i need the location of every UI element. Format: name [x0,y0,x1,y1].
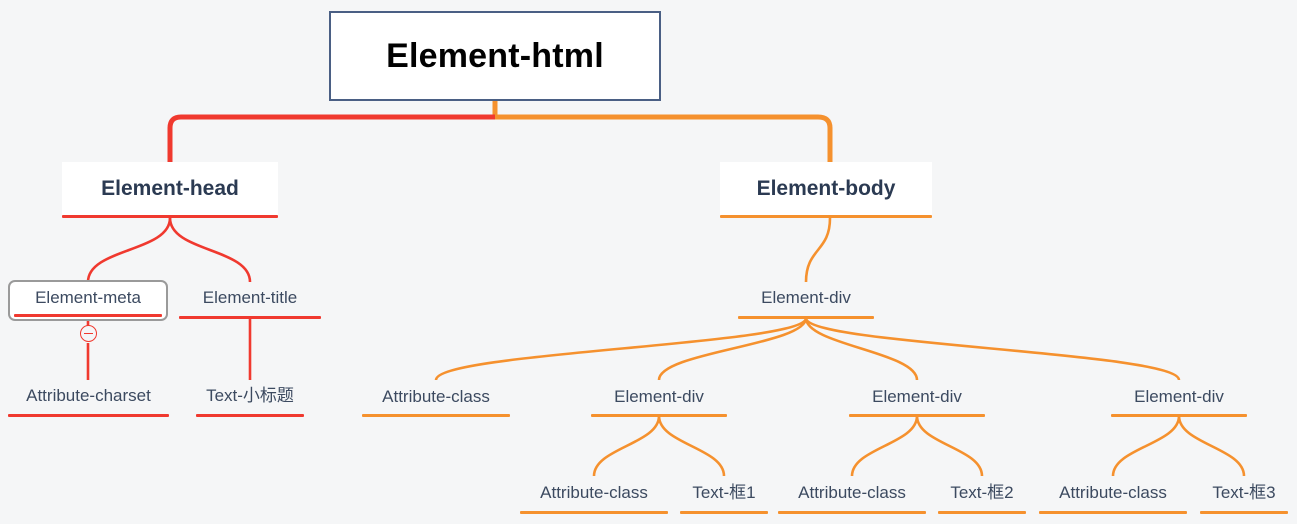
node-label: Element-html [386,37,604,75]
underline-attribute-class-2 [778,511,926,514]
underline-text-box-2 [938,511,1026,514]
edge-divmain-to-div-1 [657,317,808,381]
edge-div2-to-attr-class-2 [850,415,919,477]
edge-div3-to-text-box-3 [1177,415,1246,477]
underline-element-head [62,215,278,218]
underline-attribute-charset [8,414,169,417]
node-attribute-class-main[interactable]: Attribute-class [362,382,510,411]
underline-element-div-3 [1111,414,1247,417]
node-element-html[interactable]: Element-html [329,11,661,101]
node-element-div-main[interactable]: Element-div [744,283,868,312]
node-label: Attribute-class [382,387,490,406]
node-label: Element-div [1134,387,1224,406]
node-text-box-2[interactable]: Text-框2 [938,478,1026,507]
node-label: Text-框1 [692,483,756,502]
edge-root-to-body [495,114,833,162]
edge-body-to-div-main [804,217,832,283]
node-label: Text-框2 [950,483,1014,502]
node-attribute-charset[interactable]: Attribute-charset [8,381,169,410]
node-element-div-2[interactable]: Element-div [855,382,979,411]
node-text-box-1[interactable]: Text-框1 [680,478,768,507]
edge-head-to-title [168,217,252,283]
node-label: Element-div [614,387,704,406]
edge-div1-to-attr-class-1 [592,415,661,477]
underline-element-div-main [738,316,874,319]
underline-element-div-2 [849,414,985,417]
node-element-head[interactable]: Element-head [62,162,278,215]
edge-divmain-to-div-3 [804,317,1181,381]
edge-root-to-head [167,114,495,162]
node-label: Text-框3 [1212,483,1276,502]
edge-div1-to-text-box-1 [657,415,726,477]
node-label: Element-head [101,177,239,200]
node-label: Attribute-class [1059,483,1167,502]
underline-text-box-1 [680,511,768,514]
node-attribute-class-1[interactable]: Attribute-class [520,478,668,507]
edge-divmain-to-attr-class [434,317,808,381]
edge-head-to-meta [86,217,172,283]
edge-div3-to-attr-class-3 [1111,415,1181,477]
node-label: Attribute-class [540,483,648,502]
node-label: Text-小标题 [206,386,294,405]
node-label: Element-div [872,387,962,406]
underline-text-box-3 [1200,511,1288,514]
node-label: Element-title [202,288,298,307]
node-element-meta[interactable]: Element-meta [12,283,164,312]
underline-element-meta [14,314,162,317]
node-label: Element-body [756,177,896,200]
underline-element-div-1 [591,414,727,417]
node-label: Attribute-charset [26,386,151,405]
minus-icon-bar [84,332,93,335]
node-label: Attribute-class [798,483,906,502]
node-label: Element-meta [35,288,141,307]
underline-attribute-class-1 [520,511,668,514]
underline-element-body [720,215,932,218]
edge-div2-to-text-box-2 [915,415,984,477]
node-text-box-3[interactable]: Text-框3 [1200,478,1288,507]
node-element-title[interactable]: Element-title [179,283,321,312]
underline-text-subtitle [196,414,304,417]
node-element-div-1[interactable]: Element-div [597,382,721,411]
edge-divmain-to-div-2 [804,317,919,381]
node-attribute-class-2[interactable]: Attribute-class [778,478,926,507]
node-attribute-class-3[interactable]: Attribute-class [1039,478,1187,507]
node-element-div-3[interactable]: Element-div [1117,382,1241,411]
minus-circle-icon[interactable] [80,325,97,342]
underline-attribute-class-main [362,414,510,417]
underline-attribute-class-3 [1039,511,1187,514]
underline-element-title [179,316,321,319]
node-text-subtitle[interactable]: Text-小标题 [196,381,304,410]
node-element-body[interactable]: Element-body [720,162,932,215]
node-label: Element-div [761,288,851,307]
